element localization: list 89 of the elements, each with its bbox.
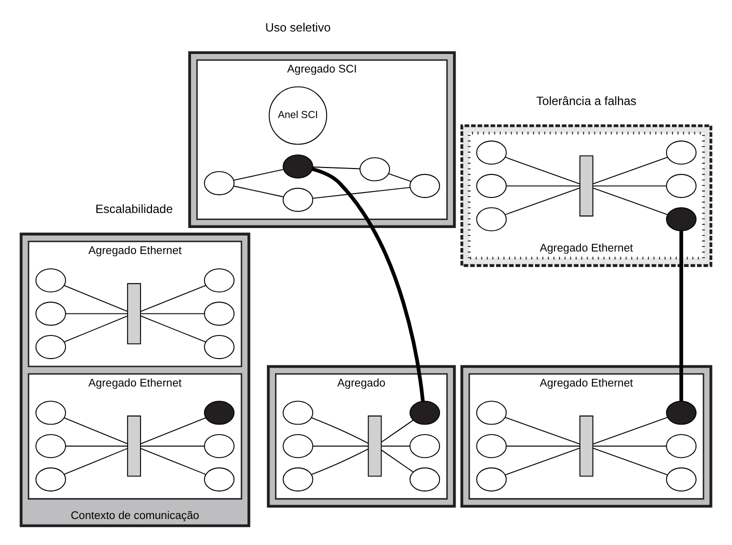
connector — [64, 418, 128, 444]
connector — [310, 448, 369, 475]
connector — [381, 420, 414, 442]
node-circle — [282, 188, 314, 212]
connector — [592, 446, 667, 447]
connector — [64, 316, 128, 342]
node-circle — [204, 268, 235, 292]
cluster: Agregado — [275, 373, 448, 500]
connector — [233, 186, 284, 198]
node-circle — [666, 434, 697, 458]
cluster — [460, 365, 712, 508]
node-circle — [666, 207, 697, 232]
node-circle — [666, 140, 697, 165]
cluster: Agregado Ethernet — [28, 240, 242, 368]
cluster — [266, 365, 456, 508]
connector — [140, 313, 205, 314]
connector — [312, 446, 369, 447]
node-box — [127, 283, 142, 344]
label: Uso seletivo — [265, 20, 331, 35]
connector — [504, 187, 580, 216]
node-circle — [476, 174, 507, 198]
cluster: Agregado Ethernet — [468, 373, 704, 500]
node-box — [127, 416, 142, 477]
connector — [679, 230, 684, 402]
label: Escalabilidade — [95, 202, 173, 216]
connector — [504, 156, 580, 184]
connector — [504, 416, 580, 445]
node-circle — [410, 467, 440, 492]
connector — [312, 167, 425, 402]
node-circle — [666, 400, 697, 425]
node-circle — [282, 467, 314, 492]
node-circle — [204, 400, 235, 425]
node-circle — [204, 302, 235, 326]
connector — [504, 448, 580, 476]
connector — [140, 448, 206, 475]
node-box — [579, 155, 594, 216]
node-circle — [476, 207, 507, 232]
node-circle — [204, 434, 235, 458]
connector — [233, 168, 284, 181]
connector — [140, 417, 206, 444]
connector — [381, 450, 414, 472]
node-circle — [35, 400, 66, 425]
node-circle — [476, 140, 507, 165]
connector — [312, 166, 360, 170]
connector — [592, 188, 668, 216]
node-box — [368, 416, 382, 477]
node-circle — [282, 400, 314, 425]
node-circle — [476, 467, 507, 492]
node-circle — [204, 335, 235, 360]
connector — [381, 446, 410, 447]
cluster: Agregado Ethernet — [28, 373, 242, 500]
connector — [592, 416, 668, 444]
node-circle — [35, 335, 66, 360]
connector — [140, 316, 206, 342]
connector — [506, 446, 580, 447]
connector — [592, 185, 667, 186]
label: Tolerância a falhas — [536, 94, 636, 108]
node-circle — [35, 467, 66, 492]
node-circle: Anel SCI — [268, 86, 328, 145]
node-circle — [476, 400, 507, 425]
connector — [506, 185, 580, 186]
node-circle — [666, 467, 697, 492]
connector — [388, 173, 412, 182]
connector — [140, 284, 206, 312]
connector — [592, 156, 668, 184]
connector — [65, 446, 128, 447]
node-circle — [35, 434, 66, 458]
node-box — [579, 416, 594, 477]
connector — [592, 448, 668, 476]
node-circle — [476, 434, 507, 458]
node-circle — [35, 268, 66, 292]
node-circle — [410, 434, 440, 458]
connector — [64, 448, 128, 475]
node-circle — [666, 174, 697, 198]
node-circle — [410, 174, 440, 198]
node-circle — [35, 302, 66, 326]
node-circle — [360, 157, 390, 182]
cluster: Agregado Ethernet — [468, 132, 705, 260]
node-circle — [204, 171, 235, 196]
cluster — [460, 124, 712, 267]
connector — [140, 446, 205, 447]
connector — [310, 417, 369, 444]
node-circle — [410, 400, 440, 425]
node-circle — [282, 154, 314, 179]
connector — [312, 187, 410, 199]
connector — [65, 313, 128, 314]
node-circle — [204, 467, 235, 492]
connector — [64, 285, 128, 312]
node-circle — [282, 434, 314, 458]
